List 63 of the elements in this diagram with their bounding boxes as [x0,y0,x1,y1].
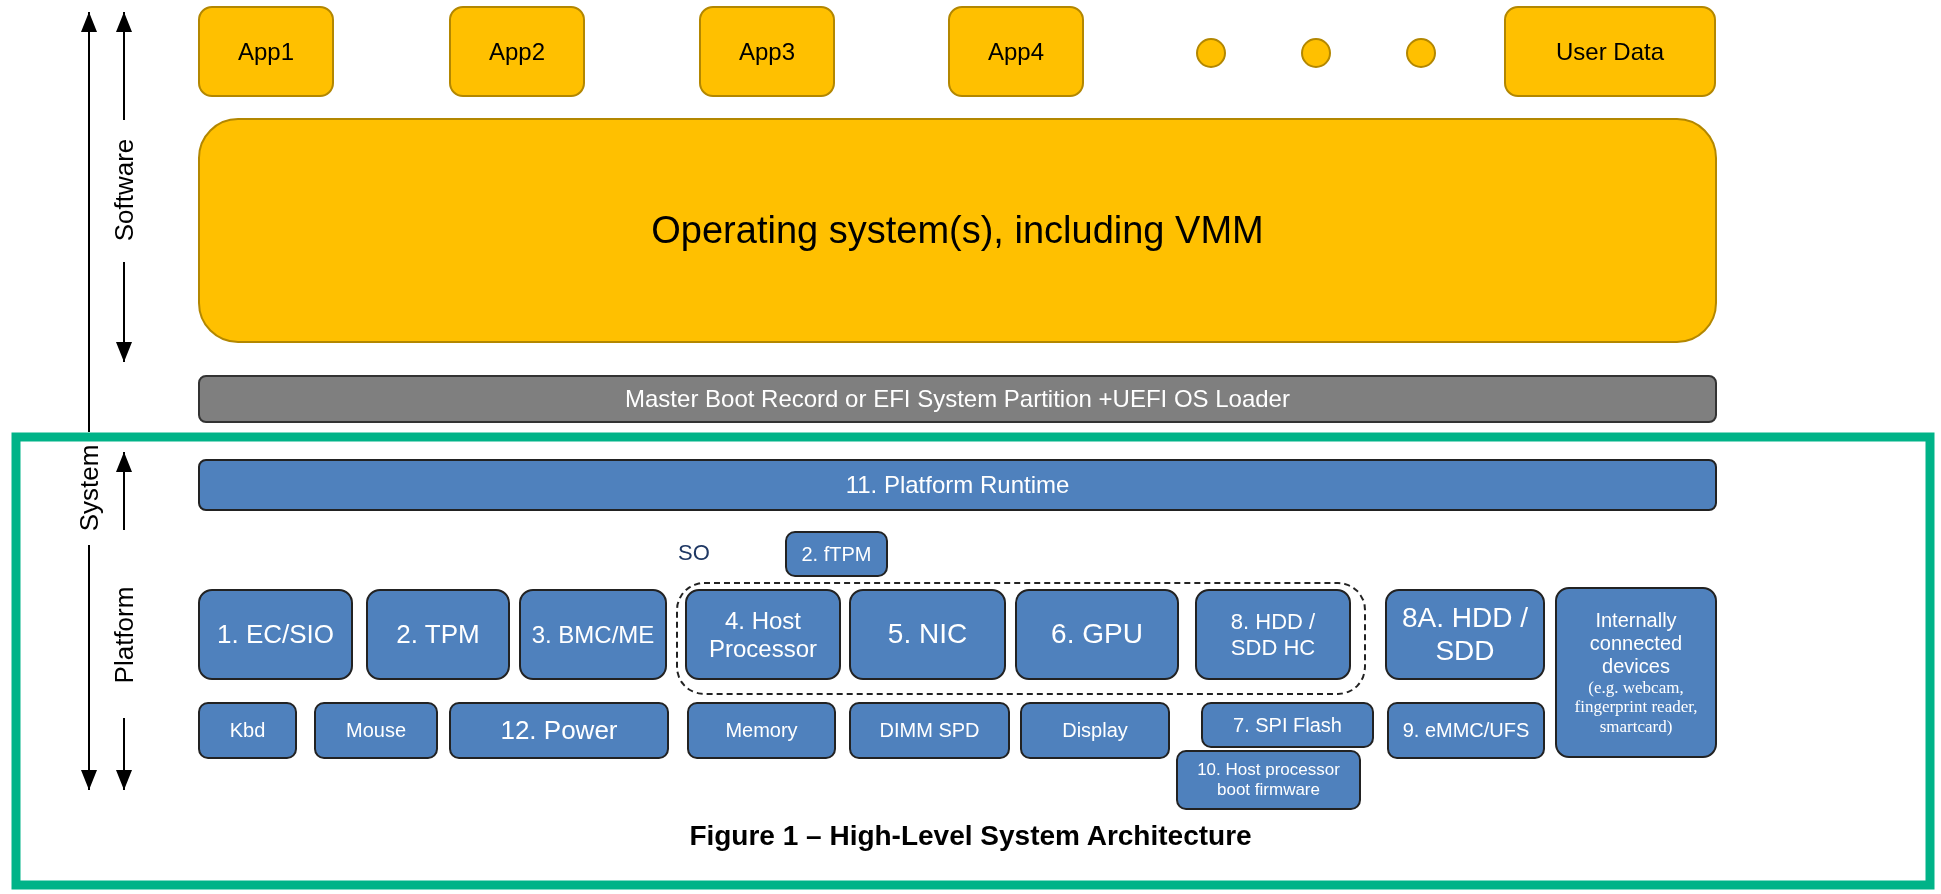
component-label: App2 [487,37,547,66]
component-box [849,589,1006,680]
component-label: 11. Platform Runtime [845,471,1070,499]
component-box [685,589,841,680]
component-label: App3 [737,37,797,66]
component-box [1176,750,1361,810]
app-box [699,6,835,97]
component-label: 12. Power [500,715,618,746]
component-label: Operating system(s), including VMM [651,208,1264,253]
component-label: 3. BMC/ME [530,620,656,649]
app-box [948,6,1084,97]
component-box [1385,589,1545,680]
component-label: 6. GPU [1050,618,1144,651]
component-box [314,702,438,759]
side-label: System [76,444,102,532]
component-box [849,702,1010,759]
component-label: 8. HDD / SDD HC [1229,609,1317,660]
component-box [449,702,669,759]
figure-caption: Figure 1 – High-Level System Architecture [688,820,1253,852]
component-box [1015,589,1179,680]
component-label: App4 [986,37,1046,66]
platform-runtime-bar [198,459,1717,511]
component-label: User Data [1555,37,1664,66]
ellipsis-dot [1301,38,1331,68]
component-label: Display [1061,719,1129,742]
component-label: Mouse [345,719,407,742]
component-box [785,531,888,577]
app-box [198,6,334,97]
component-label: 2. TPM [395,619,481,650]
operating-system-layer [198,118,1717,343]
component-label: 5. NIC [886,618,969,651]
component-label: 7. SPI Flash [1232,713,1343,737]
component-label: 1. EC/SIO [215,619,335,650]
side-label: Platform [111,586,137,684]
component-box [1387,702,1545,759]
component-label: 10. Host processor boot firmware [1196,760,1341,800]
component-box [1201,702,1374,748]
component-box [198,589,353,680]
component-box [198,702,297,759]
component-label: 4. Host Processor [707,606,818,663]
component-label: App1 [236,37,296,66]
component-label: Kbd [228,719,267,742]
component-label: DIMM SPD [878,719,981,742]
component-box [1195,589,1351,680]
ellipsis-dot [1406,38,1436,68]
example-note: (e.g. webcam, fingerprint reader, smartcard) [1573,677,1699,737]
component-box [687,702,836,759]
side-label: Software [111,138,137,242]
boot-loader-bar [198,375,1717,423]
component-box [519,589,667,680]
component-box [366,589,510,680]
ellipsis-dot [1196,38,1226,68]
component-label: 2. fTPM [800,542,873,566]
component-label: Internally connected devices [1588,608,1684,678]
component-box [1555,587,1717,758]
app-box [1504,6,1716,97]
component-label: 8A. HDD / SDD [1401,602,1529,667]
group-label: SO [678,540,710,566]
component-label: Master Boot Record or EFI System Partition +UEFI OS Loader [625,385,1290,413]
component-label: 9. eMMC/UFS [1401,719,1531,742]
component-label: Memory [724,719,799,742]
component-box [1020,702,1170,759]
app-box [449,6,585,97]
